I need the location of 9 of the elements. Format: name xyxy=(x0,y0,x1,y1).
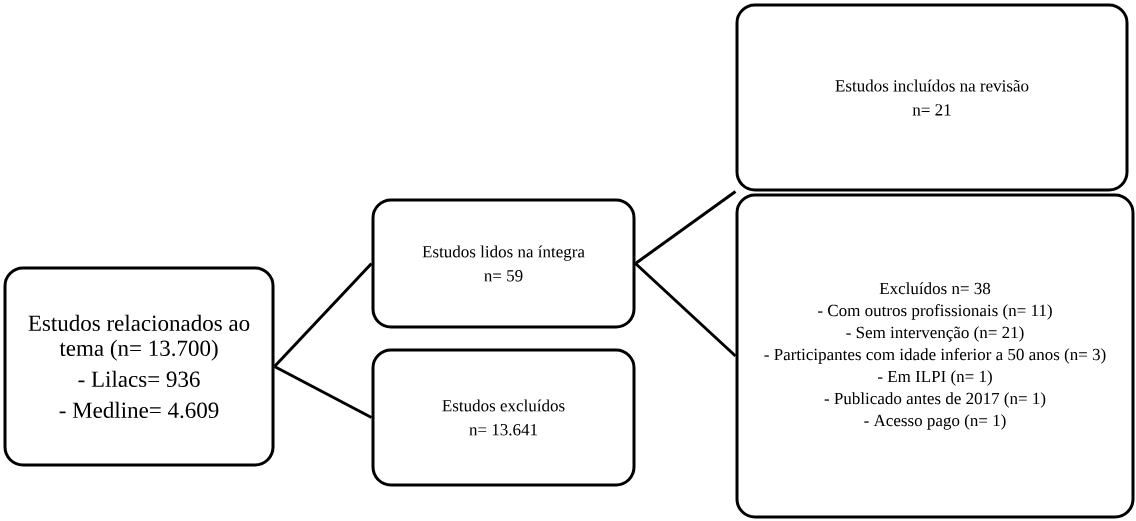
connector-line xyxy=(634,262,737,358)
text-box: Estudos incluídos na revisão n= 21 xyxy=(735,3,1129,192)
connector-line xyxy=(273,365,373,419)
text-box: Estudos excluídos n= 13.641 xyxy=(371,348,636,487)
text-box: Estudos lidos na íntegra n= 59 xyxy=(371,198,636,329)
connector-line xyxy=(634,190,737,265)
text-box: Excluídos n= 38 - Com outros profissionais (n= 11) - Sem intervenção (n= 21) - Participantes com idade inferior a 50 anos (n= 3) - Em ILPI (n= 1) - Publicado antes de 2017 (n= 1) - Acesso pago (n= 1) xyxy=(735,193,1135,519)
text-box: Estudos relacionados ao tema (n= 13.700) - Lilacs= 936 - Medline= 4.609 xyxy=(3,266,275,467)
connector-line xyxy=(273,262,373,368)
